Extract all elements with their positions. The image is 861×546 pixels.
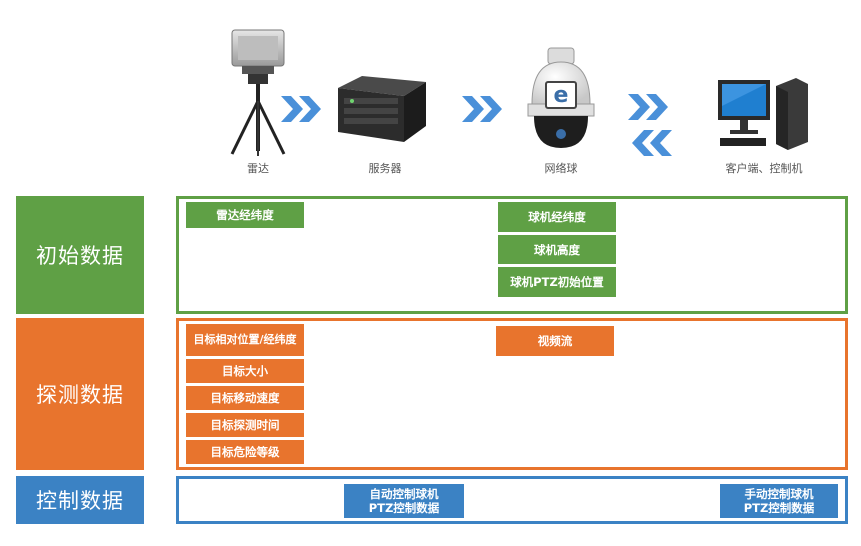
radar-label: 雷达 — [247, 162, 269, 175]
computer-icon — [718, 78, 808, 150]
chip-manual-ptz: 手动控制球机 PTZ控制数据 — [720, 484, 838, 518]
chevron-right-icon — [462, 96, 502, 122]
chip-auto-ptz-line1: 自动控制球机 — [369, 487, 439, 501]
chevron-right-icon — [281, 96, 321, 122]
section-label-detection: 探测数据 — [16, 318, 144, 470]
section-label-control: 控制数据 — [16, 476, 144, 524]
svg-text:e: e — [554, 83, 569, 108]
chevron-right-icon — [628, 94, 668, 120]
chip-target-detect-time: 目标探测时间 — [186, 413, 304, 437]
chip-dome-latlon: 球机经纬度 — [498, 202, 616, 232]
dome-camera-label: 网络球 — [544, 162, 578, 175]
server-icon — [338, 76, 426, 142]
chip-dome-height: 球机高度 — [498, 235, 616, 264]
server-label: 服务器 — [368, 162, 402, 175]
chip-target-danger-level: 目标危险等级 — [186, 440, 304, 464]
chip-manual-ptz-line2: PTZ控制数据 — [743, 501, 815, 515]
chip-auto-ptz: 自动控制球机 PTZ控制数据 — [344, 484, 464, 518]
chip-target-speed: 目标移动速度 — [186, 386, 304, 410]
chip-radar-latlon: 雷达经纬度 — [186, 202, 304, 228]
radar-icon — [230, 29, 286, 156]
chevron-left-icon — [632, 130, 672, 156]
chip-manual-ptz-line1: 手动控制球机 — [744, 487, 814, 501]
client-label: 客户端、控制机 — [725, 162, 803, 175]
chip-auto-ptz-line2: PTZ控制数据 — [368, 501, 440, 515]
section-label-initial: 初始数据 — [16, 196, 144, 314]
chip-dome-ptz-init: 球机PTZ初始位置 — [498, 267, 616, 297]
chip-target-position: 目标相对位置/经纬度 — [186, 324, 304, 356]
chip-video-stream: 视频流 — [496, 326, 614, 356]
chip-target-size: 目标大小 — [186, 359, 304, 383]
dome-camera-icon: e — [527, 47, 595, 148]
